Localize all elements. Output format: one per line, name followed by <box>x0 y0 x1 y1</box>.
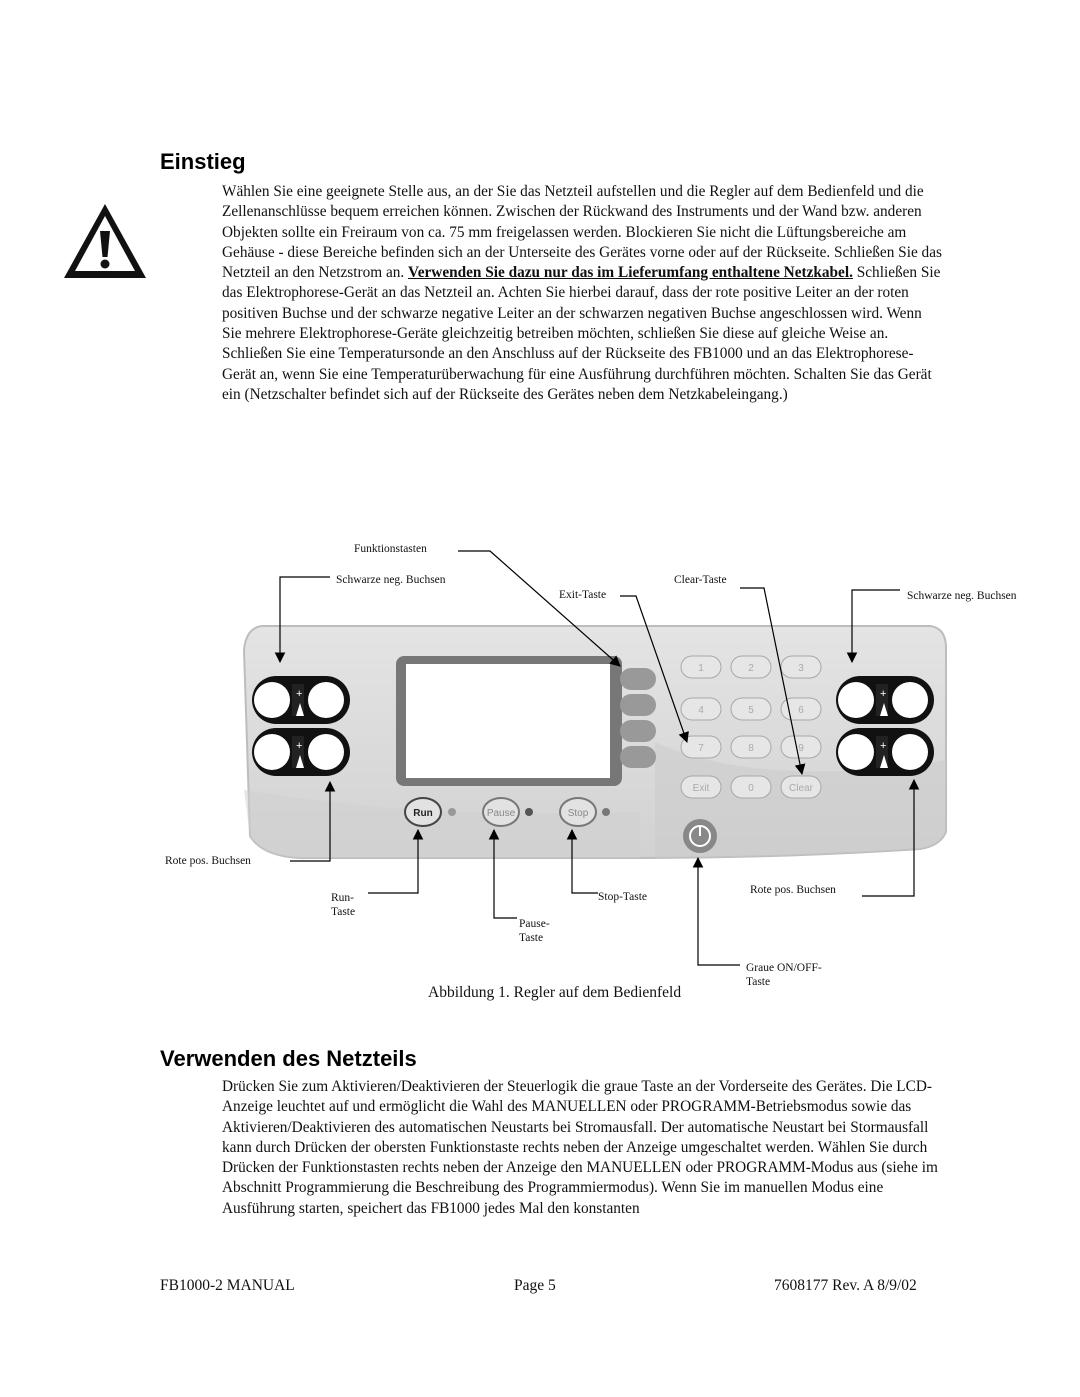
power-button <box>683 819 717 853</box>
section-title-netzteil: Verwenden des Netzteils <box>160 1046 417 1071</box>
footer-manual: FB1000-2 MANUAL <box>160 1277 295 1294</box>
right-socket-pair-top: + <box>836 676 934 724</box>
callout-pause <box>488 828 517 919</box>
svg-text:+: + <box>880 740 886 752</box>
key-7[interactable]: 7 <box>698 743 704 754</box>
left-socket-pair-top: + <box>252 676 350 724</box>
intro-text-continued: Schließen Sie das Elektrophorese-Gerät a… <box>222 264 941 403</box>
label-rote-right: Rote pos. Buchsen <box>750 884 836 896</box>
callout-clear <box>740 587 806 776</box>
figure-caption: Abbildung 1. Regler auf dem Bedienfeld <box>428 984 682 1001</box>
label-exit: Exit-Taste <box>559 589 607 601</box>
key-8[interactable]: 8 <box>748 743 754 754</box>
label-funktionstasten: Funktionstasten <box>354 543 427 555</box>
label-schwarze-right: Schwarze neg. Buchsen <box>907 590 1017 602</box>
warning-triangle-icon <box>64 204 146 278</box>
lcd-display <box>406 664 610 778</box>
section-title-einstieg: Einstieg <box>160 149 246 174</box>
key-4[interactable]: 4 <box>698 705 704 716</box>
stop-key[interactable]: Stop <box>568 808 589 819</box>
callout-run <box>368 828 424 894</box>
callout-schwarze-right <box>846 589 900 664</box>
run-key[interactable]: Run <box>413 808 432 819</box>
label-rote-left: Rote pos. Buchsen <box>165 855 251 867</box>
power-cord-warning: Verwenden Sie dazu nur das im Lieferumfa… <box>408 264 853 282</box>
label-clear: Clear-Taste <box>674 574 727 586</box>
left-socket-pair-bottom: + <box>252 728 350 776</box>
key-9[interactable]: 9 <box>798 743 804 754</box>
callout-rote-right <box>862 778 920 897</box>
label-stop: Stop-Taste <box>598 891 648 903</box>
callout-onoff <box>692 856 740 966</box>
label-pause: Pause- Taste <box>519 918 550 944</box>
key-clear[interactable]: Clear <box>789 783 814 794</box>
pause-key[interactable]: Pause <box>487 808 516 819</box>
callout-schwarze-left <box>274 576 330 664</box>
callout-stop <box>566 828 598 894</box>
key-2[interactable]: 2 <box>748 663 754 674</box>
svg-text:+: + <box>296 688 302 700</box>
callout-funktionstasten <box>458 550 621 667</box>
intro-text: Wählen Sie eine geeignete Stelle aus, an… <box>222 183 942 282</box>
function-keys <box>620 668 656 768</box>
key-6[interactable]: 6 <box>798 705 804 716</box>
callout-exit <box>620 595 689 744</box>
key-3[interactable]: 3 <box>798 663 804 674</box>
intro-paragraph: Wählen Sie eine geeignete Stelle aus, an… <box>222 182 942 405</box>
svg-text:+: + <box>880 688 886 700</box>
keypad: 1 2 3 4 5 6 7 8 9 Exit 0 Clear <box>680 655 822 799</box>
key-exit[interactable]: Exit <box>693 783 710 794</box>
key-0[interactable]: 0 <box>748 783 754 794</box>
key-5[interactable]: 5 <box>748 705 754 716</box>
footer-page: Page 5 <box>514 1277 556 1294</box>
right-socket-pair-bottom: + <box>836 728 934 776</box>
label-run: Run- Taste <box>331 892 356 918</box>
label-onoff: Graue ON/OFF- Taste <box>746 962 822 988</box>
netzteil-paragraph: Drücken Sie zum Aktivieren/Deaktivieren … <box>222 1078 938 1217</box>
footer-revision: 7608177 Rev. A 8/9/02 <box>774 1277 917 1294</box>
key-1[interactable]: 1 <box>698 663 704 674</box>
label-schwarze-left: Schwarze neg. Buchsen <box>336 574 446 586</box>
callout-rote-left <box>290 780 336 862</box>
svg-text:+: + <box>296 740 302 752</box>
